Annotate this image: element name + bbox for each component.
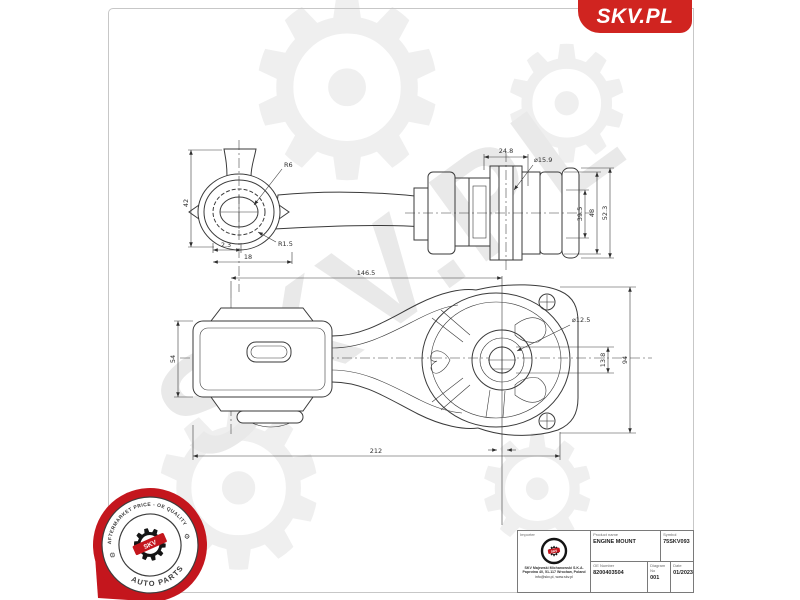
bushing-top-tab: [223, 148, 257, 178]
dim-395-label: 39.5: [576, 207, 584, 221]
dim-18-label: 18: [244, 253, 252, 261]
oe-number-value: 8200403504: [593, 570, 624, 576]
symbol-label: Symbol: [663, 532, 677, 537]
bushing-housing: [192, 307, 333, 428]
importer-address-line2: Paprotna 40, 51-117 Wrocław, Poland: [522, 570, 586, 575]
importer-gear-logo-icon: ⚙ SKV: [540, 537, 568, 565]
diagram-no-cell: Diagram No 001: [648, 562, 672, 592]
plan-view: 146.5 54 ⌀12.5 13.8 94 212: [169, 269, 652, 525]
diagram-no-label: Diagram No: [650, 563, 666, 573]
cylinder-bushing-section: [405, 152, 592, 272]
drawing-frame: [108, 8, 694, 593]
diagram-no-value: 001: [650, 575, 660, 581]
dim-23-label: 2.3: [221, 241, 231, 249]
badge-right-gear-icon: ⚙: [183, 532, 191, 541]
skv-logo-text: SKV.PL: [596, 4, 674, 28]
dim-523-label: 52.3: [601, 206, 609, 220]
dim-125-label: ⌀12.5: [572, 316, 590, 324]
dim-138-label: 13.8: [599, 353, 607, 367]
dim-1465-label: 146.5: [357, 269, 376, 277]
side-view: 42 R6 R1.5 2.3 18 24.8 ⌀15.9: [182, 140, 614, 292]
importer-cell: Importer ⚙ SKV SKV Majewski Michanowski …: [518, 531, 592, 592]
heart-cutout: [430, 350, 451, 374]
side-view-dimensions: 42 R6 R1.5 2.3 18 24.8 ⌀15.9: [182, 147, 614, 264]
date-cell: Date 01/2023: [671, 562, 693, 592]
dim-54-label: 54: [169, 355, 177, 363]
oe-number-cell: OE Number 8200403504: [591, 562, 649, 592]
gear-watermark-icon: ⚙: [235, 0, 460, 229]
dim-48-label: 48: [588, 209, 596, 217]
importer-address: SKV Majewski Michanowski S.K.A. Paprotna…: [522, 566, 585, 579]
product-name-label: Product name: [593, 532, 619, 537]
date-value: 01/2023: [673, 570, 693, 576]
dim-159-label: ⌀15.9: [534, 156, 552, 164]
skv-quality-badge: AFTERMARKET PRICE - OE QUALITY AUTO PART…: [93, 488, 207, 600]
date-label: Date: [673, 563, 682, 568]
dim-94-label: 94: [621, 356, 629, 364]
dim-248-label: 24.8: [499, 147, 513, 155]
product-name-value: ENGINE MOUNT: [593, 539, 636, 545]
skv-brand-logo: SKV.PL: [578, 0, 692, 33]
symbol-cell: Symbol 75SKV093: [661, 531, 693, 561]
title-block: Importer ⚙ SKV SKV Majewski Michanowski …: [517, 530, 694, 593]
importer-address-line1: SKV Majewski Michanowski S.K.A.: [524, 566, 584, 570]
dim-42-label: 42: [182, 199, 190, 207]
dim-r15-label: R1.5: [278, 240, 293, 248]
oe-number-label: OE Number: [593, 563, 615, 568]
plan-view-dimensions: 146.5 54 ⌀12.5 13.8 94 212: [169, 269, 636, 460]
symbol-value: 75SKV093: [663, 539, 690, 545]
dim-r6-label: R6: [284, 161, 293, 169]
product-name-cell: Product name ENGINE MOUNT: [591, 531, 662, 561]
badge-left-gear-icon: ⚙: [109, 551, 117, 560]
importer-address-line3: info@skv.pl, www.skv.pl: [535, 574, 573, 579]
importer-logo-skv-label: SKV: [551, 549, 559, 554]
importer-label: Importer: [520, 532, 535, 537]
dim-212-label: 212: [370, 447, 382, 455]
